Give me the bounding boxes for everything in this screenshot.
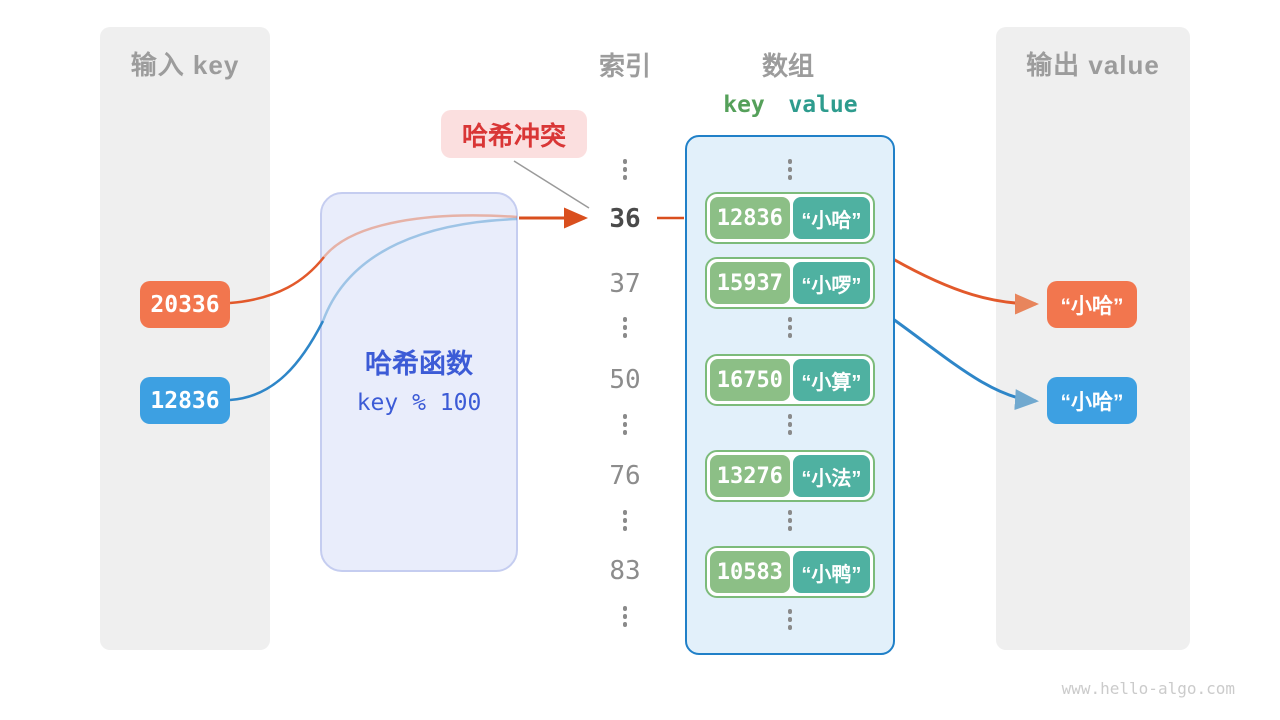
- input-key-20336: 20336: [140, 281, 230, 328]
- ellipsis-icon: [755, 510, 825, 531]
- key-header: key: [723, 92, 765, 118]
- ellipsis-icon: [590, 414, 660, 435]
- entry-key: 15937: [710, 262, 790, 304]
- index-83: 83: [609, 556, 641, 586]
- array-entry: 16750 “小算”: [705, 354, 875, 406]
- entry-value: “小哈”: [792, 197, 870, 239]
- input-key-12836: 12836: [140, 377, 230, 424]
- hash-function-box: 哈希函数 key % 100: [320, 192, 518, 572]
- index-column-title: 索引: [598, 51, 651, 81]
- array-entry: 13276 “小法”: [705, 450, 875, 502]
- output-value-panel: 输出 value: [996, 27, 1190, 650]
- output-value-2: “小哈”: [1047, 377, 1137, 424]
- array-entry: 12836 “小哈”: [705, 192, 875, 244]
- ellipsis-icon: [590, 510, 660, 531]
- index-36: 36: [609, 204, 641, 234]
- entry-key: 10583: [710, 551, 790, 593]
- hash-function-formula: key % 100: [356, 390, 482, 416]
- entry-key: 12836: [710, 197, 790, 239]
- index-50: 50: [609, 365, 641, 395]
- index-76: 76: [609, 461, 641, 491]
- ellipsis-icon: [590, 317, 660, 338]
- hash-collision-label: 哈希冲突: [441, 110, 587, 158]
- output-value-1: “小哈”: [1047, 281, 1137, 328]
- collision-pointer-line: [513, 160, 590, 209]
- input-key-panel: 输入 key: [100, 27, 270, 650]
- ellipsis-icon: [755, 609, 825, 630]
- array-column-title: 数组: [761, 51, 814, 81]
- array-entry: 15937 “小啰”: [705, 257, 875, 309]
- ellipsis-icon: [590, 606, 660, 627]
- entry-value: “小算”: [792, 359, 870, 401]
- input-panel-title: 输入 key: [130, 50, 240, 80]
- ellipsis-icon: [755, 159, 825, 180]
- entry-value: “小啰”: [792, 262, 870, 304]
- output-panel-title: 输出 value: [1026, 50, 1160, 80]
- ellipsis-icon: [590, 159, 660, 180]
- value-header: value: [788, 92, 858, 118]
- entry-value: “小法”: [792, 455, 870, 497]
- ellipsis-icon: [755, 414, 825, 435]
- entry-value: “小鸭”: [792, 551, 870, 593]
- entry-key: 13276: [710, 455, 790, 497]
- index-37: 37: [609, 269, 641, 299]
- array-entry: 10583 “小鸭”: [705, 546, 875, 598]
- entry-key: 16750: [710, 359, 790, 401]
- watermark: www.hello-algo.com: [1061, 679, 1235, 698]
- hash-function-title: 哈希函数: [365, 349, 473, 379]
- ellipsis-icon: [755, 317, 825, 338]
